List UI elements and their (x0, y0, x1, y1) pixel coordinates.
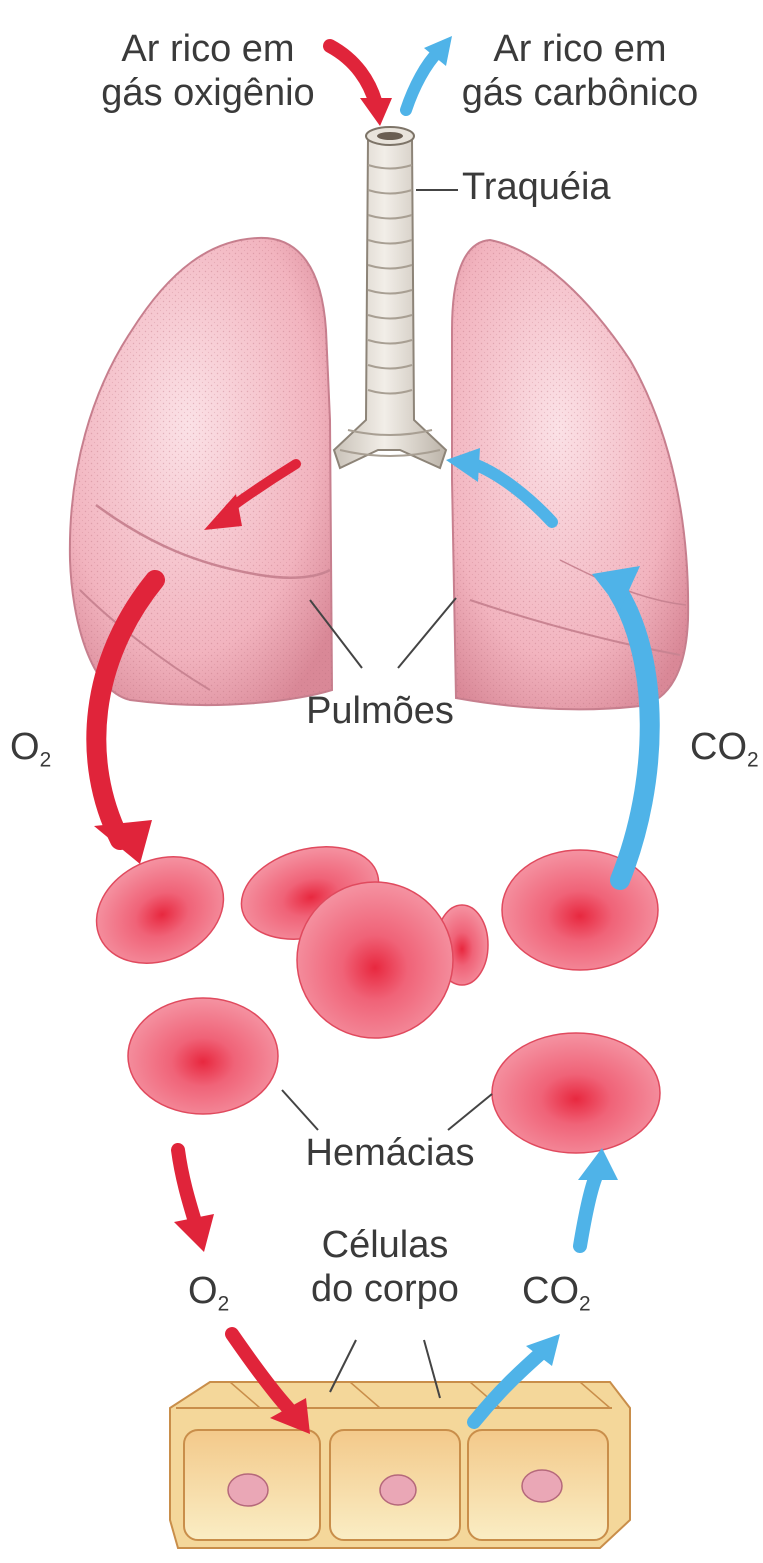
air-out-line-1: Ar rico em (440, 28, 720, 72)
co2-bottom-label: CO2 (522, 1270, 591, 1316)
oxygen-left-base: O (10, 726, 40, 768)
air-in-label: Ar rico em gás oxigênio (78, 28, 338, 115)
oxygen-bottom-sub: 2 (218, 1292, 230, 1315)
co2-bottom-base: CO (522, 1270, 579, 1312)
co2-right-label: CO2 (690, 726, 759, 772)
oxygen-left-sub: 2 (40, 748, 52, 771)
body-cells-line-2: do corpo (280, 1268, 490, 1312)
air-out-line-2: gás carbônico (440, 72, 720, 116)
red-cells-leader-lines (282, 1090, 492, 1130)
trachea-label: Traquéia (462, 166, 611, 210)
air-in-line-1: Ar rico em (78, 28, 338, 72)
air-out-label: Ar rico em gás carbônico (440, 28, 720, 115)
lungs-label: Pulmões (270, 690, 490, 734)
body-cells-line-1: Células (280, 1224, 490, 1268)
body-cells (170, 1382, 630, 1548)
body-cells-label: Células do corpo (280, 1224, 490, 1311)
co2-right-base: CO (690, 726, 747, 768)
oxygen-bottom-base: O (188, 1270, 218, 1312)
oxygen-bottom-label: O2 (188, 1270, 229, 1316)
red-cells-label: Hemácias (270, 1132, 510, 1176)
trachea (334, 127, 458, 468)
red-blood-cells (79, 832, 660, 1153)
oxygen-left-label: O2 (10, 726, 51, 772)
co2-bottom-sub: 2 (579, 1292, 591, 1315)
co2-right-sub: 2 (747, 748, 759, 771)
air-in-line-2: gás oxigênio (78, 72, 338, 116)
